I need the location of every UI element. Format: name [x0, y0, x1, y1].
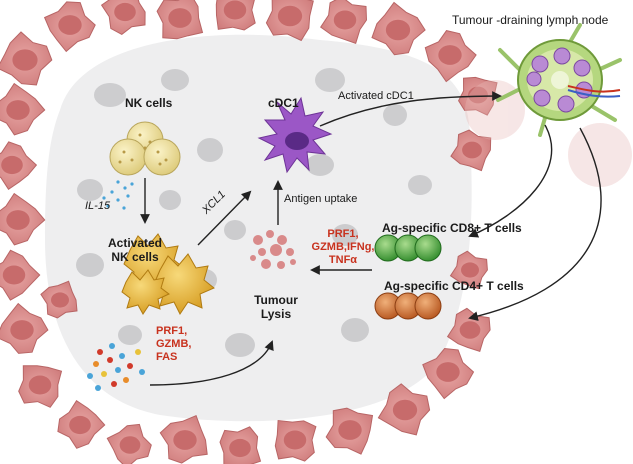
activated-nk-label: Activated NK cells — [100, 236, 170, 264]
arrows — [140, 91, 602, 386]
tumour-cell-icon — [219, 426, 262, 464]
activated-nk-line1: Activated — [107, 236, 163, 250]
tumour-cell-icon — [0, 302, 49, 354]
tumour-cell-icon — [57, 400, 106, 449]
tumour-lysis-line1: Tumour — [254, 293, 298, 307]
nk-effector-line-2: GZMB, — [156, 338, 192, 350]
activated-cdc1-label: Activated cDC1 — [338, 90, 414, 102]
lymph-node-label: Tumour -draining lymph node — [452, 13, 609, 27]
cd4-label: Ag-specific CD4+ T cells — [384, 279, 524, 293]
nk-effector-molecules: PRF1, GZMB, FAS — [156, 325, 191, 364]
stromal-cells — [76, 68, 432, 357]
il15-label: IL-15 — [85, 200, 111, 212]
tumour-cell-icon — [274, 419, 317, 462]
tumour-cell-icon — [0, 249, 41, 301]
tumour-cell-icon — [0, 141, 38, 191]
tumour-cell-icon — [446, 307, 491, 353]
tumour-lysis-line2: Lysis — [260, 307, 292, 321]
t-effector-line-2: GZMB,IFNg, — [311, 241, 375, 253]
tumour-cell-icon — [325, 407, 374, 455]
tumour-cell-icon — [40, 280, 78, 319]
granule-dots-icon — [87, 343, 145, 391]
lymph-node-icon — [496, 23, 622, 137]
cd4-t-cell-icon — [374, 292, 442, 320]
tumour-cell-icon — [159, 415, 208, 464]
tumour-cell-icon — [100, 0, 146, 35]
nk-effector-line-1: PRF1, — [156, 325, 188, 337]
tumour-cell-icon — [450, 129, 492, 172]
tumour-lysis-fragments — [250, 230, 296, 269]
cd8-t-cell-icon — [374, 234, 442, 262]
tumour-cell-icon — [106, 423, 152, 464]
tumour-cell-icon — [377, 383, 431, 436]
tumour-cell-icon — [422, 347, 475, 400]
cd8-label: Ag-specific CD8+ T cells — [382, 221, 522, 235]
nk-effector-line-3: FAS — [156, 351, 178, 363]
antigen-uptake-label: Antigen uptake — [284, 193, 358, 205]
tumour-cell-icon — [371, 1, 426, 56]
tumour-cell-ring — [0, 0, 498, 464]
tumour-cell-icon — [156, 0, 204, 40]
tumour-cell-icon — [265, 0, 314, 42]
tumour-cell-icon — [0, 31, 53, 86]
tumour-cell-icon — [449, 250, 488, 290]
tumour-cell-icon — [43, 1, 96, 53]
tumour-cell-icon — [0, 192, 46, 246]
cytokine-dots-icon — [102, 180, 134, 210]
tumour-lysis-label: Tumour Lysis — [246, 293, 306, 321]
tumour-cell-icon — [18, 365, 63, 408]
t-effector-line-1: PRF1, — [327, 228, 359, 240]
tumour-cell-icon — [320, 0, 368, 45]
nk-cell-icon — [109, 121, 181, 176]
tumour-cell-icon — [424, 30, 477, 83]
t-cell-effector-molecules: PRF1, GZMB,IFNg, TNFα — [306, 228, 380, 267]
nk-cells-label: NK cells — [125, 96, 173, 110]
cdc1-label: cDC1 — [268, 96, 299, 110]
activated-nk-cell-icon — [121, 233, 215, 315]
tumour-cell-icon — [215, 0, 256, 31]
t-effector-line-3: TNFα — [328, 254, 358, 266]
dendritic-cell-icon — [257, 96, 333, 174]
activated-nk-line2: NK cells — [111, 250, 159, 264]
tumour-cell-icon — [0, 82, 46, 136]
